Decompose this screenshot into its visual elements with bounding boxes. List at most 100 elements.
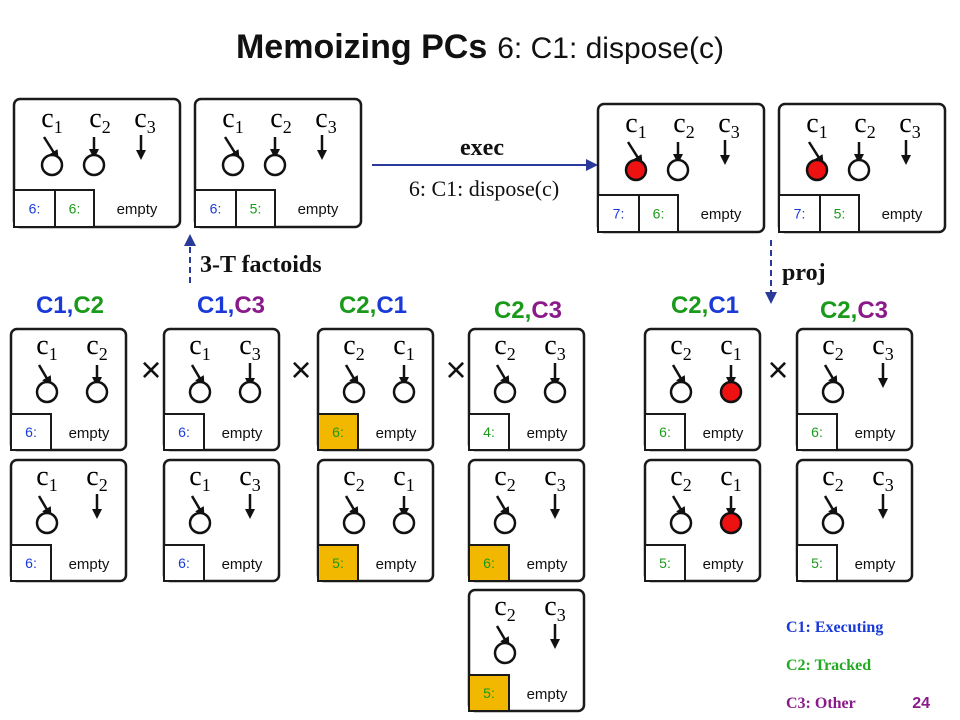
variable-label: c2 <box>494 330 515 364</box>
pointer-arrow <box>671 364 686 387</box>
pc-cell <box>10 413 52 451</box>
pointer-arrow <box>495 364 510 387</box>
variable-index: 3 <box>557 475 566 495</box>
variable-letter: c <box>494 461 506 492</box>
variable-letter: c <box>718 108 730 139</box>
pointer-arrow <box>807 141 824 166</box>
variable-letter: c <box>86 461 98 492</box>
pc-cell <box>468 413 510 451</box>
pointer-arrow <box>42 136 59 161</box>
object-node <box>669 380 693 404</box>
variable-index: 1 <box>235 117 244 137</box>
group-label-part: C2 <box>339 292 370 319</box>
pc-value: 6: <box>653 206 665 222</box>
title-sub: 6: C1: dispose(c) <box>497 32 724 65</box>
pc-cell <box>54 189 95 228</box>
object-node <box>85 380 109 404</box>
variable-label: c3 <box>544 330 565 364</box>
variable-letter: c <box>89 103 101 134</box>
group-label-part: C2 <box>820 297 851 324</box>
object-node <box>263 153 287 177</box>
variable-label: c2 <box>494 591 515 625</box>
object-node <box>188 511 212 535</box>
variable-index: 2 <box>356 344 365 364</box>
empty-label: empty <box>69 556 110 573</box>
variable-index: 3 <box>252 344 261 364</box>
pointer-arrow <box>823 364 838 387</box>
variable-label: c1 <box>189 461 210 495</box>
empty-label: empty <box>703 556 744 573</box>
variable-letter: c <box>544 330 556 361</box>
variable-letter: c <box>270 103 282 134</box>
group-label: C2,C3 <box>494 297 562 324</box>
group-label: C2,C1 <box>671 292 739 319</box>
variable-letter: c <box>854 108 866 139</box>
pc-value: 6: <box>483 555 495 571</box>
pc-value: 6: <box>69 201 81 217</box>
variable-letter: c <box>343 330 355 361</box>
object-node <box>669 511 693 535</box>
pc-cell <box>317 413 359 451</box>
object-node <box>821 380 845 404</box>
pc-value: 7: <box>613 206 625 222</box>
pointer-arrow <box>37 364 52 387</box>
variable-letter: c <box>822 330 834 361</box>
empty-label: empty <box>222 556 263 573</box>
pointer-arrow <box>190 495 205 518</box>
group-label-part: , <box>67 292 74 319</box>
variable-index: 2 <box>507 475 516 495</box>
variable-index: 3 <box>557 344 566 364</box>
variable-label: c2 <box>673 108 694 142</box>
factoids-label: 3-T factoids <box>200 252 322 278</box>
variable-index: 2 <box>835 475 844 495</box>
variable-label: c2 <box>854 108 875 142</box>
pc-value: 5: <box>811 555 823 571</box>
times-sign: × <box>767 349 788 390</box>
group-label: C1,C3 <box>197 292 265 319</box>
variable-index: 1 <box>406 344 415 364</box>
empty-label: empty <box>701 206 742 223</box>
pc-value: 5: <box>483 685 495 701</box>
object-node <box>493 511 517 535</box>
times-sign: × <box>445 349 466 390</box>
variable-label: c2 <box>822 330 843 364</box>
pointer-arrow <box>495 625 510 648</box>
variable-index: 2 <box>283 117 292 137</box>
variable-letter: c <box>36 330 48 361</box>
variable-letter: c <box>872 461 884 492</box>
variable-index: 3 <box>328 117 337 137</box>
variable-index: 3 <box>885 475 894 495</box>
variable-label: c2 <box>270 103 291 137</box>
variable-index: 2 <box>507 344 516 364</box>
object-node <box>82 153 106 177</box>
variable-label: c1 <box>393 330 414 364</box>
variable-label: c2 <box>343 461 364 495</box>
variable-letter: c <box>239 461 251 492</box>
variable-index: 2 <box>867 122 876 142</box>
pc-value: 4: <box>483 424 495 440</box>
variable-label: c3 <box>899 108 920 142</box>
group-label-part: C1 <box>36 292 67 319</box>
variable-letter: c <box>806 108 818 139</box>
variable-label: c1 <box>720 461 741 495</box>
empty-label: empty <box>527 556 568 573</box>
object-node <box>221 153 245 177</box>
variable-index: 2 <box>683 344 692 364</box>
pointer-arrow <box>495 495 510 518</box>
variable-letter: c <box>625 108 637 139</box>
variable-index: 1 <box>202 475 211 495</box>
pointer-arrow <box>190 364 205 387</box>
pointer-arrow <box>344 364 359 387</box>
object-node <box>847 158 871 182</box>
variable-label: c2 <box>670 330 691 364</box>
variable-letter: c <box>899 108 911 139</box>
